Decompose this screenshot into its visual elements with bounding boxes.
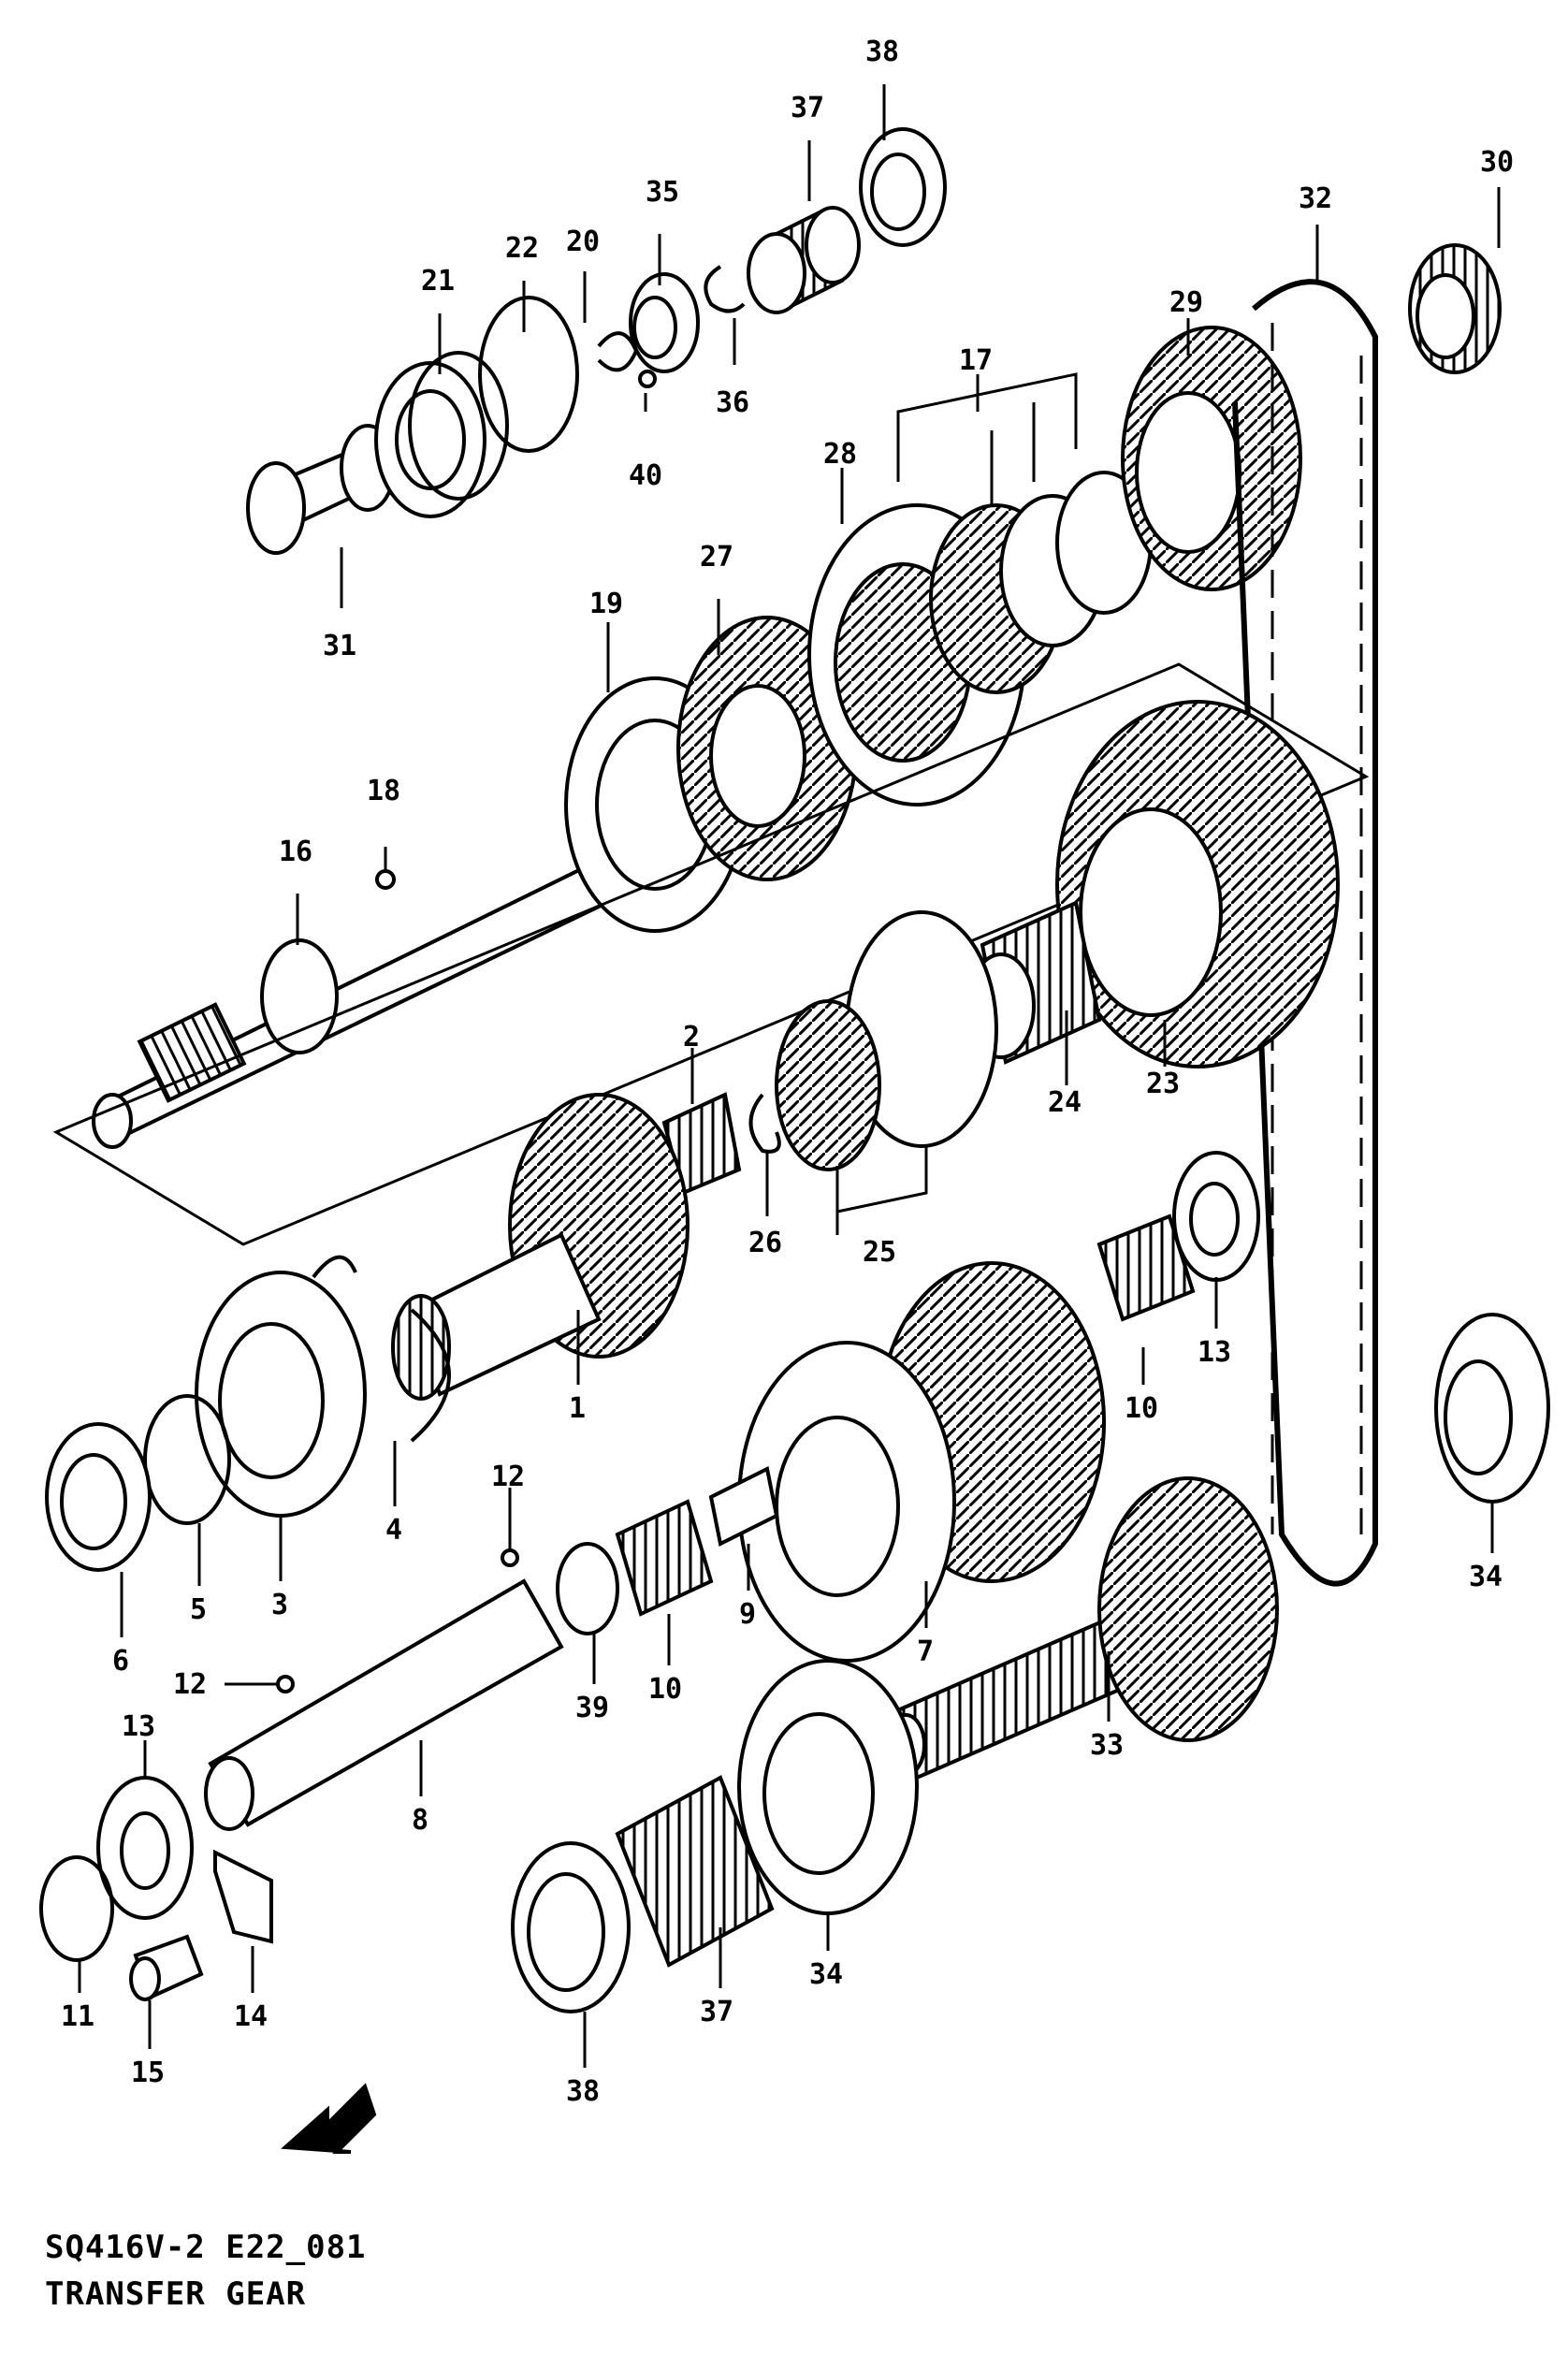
part-13-thrust-washer-right	[1172, 1151, 1260, 1282]
callout-38-upper: 38	[865, 36, 899, 68]
part-6-oil-seal	[45, 1422, 152, 1572]
callout-36: 36	[716, 386, 749, 419]
front-direction-arrow	[281, 2083, 377, 2154]
callout-30: 30	[1480, 146, 1514, 179]
callout-34-right: 34	[1469, 1561, 1503, 1593]
callout-37-upper: 37	[791, 92, 824, 124]
part-14-lock-plate	[213, 1849, 273, 1944]
callout-28: 28	[823, 438, 857, 471]
callout-12-upper: 12	[491, 1461, 525, 1493]
part-drawings	[39, 127, 1550, 2154]
callout-2: 2	[683, 1021, 700, 1054]
part-35-spring-collar	[629, 272, 700, 373]
callout-20: 20	[566, 225, 600, 258]
part-40-ball	[638, 370, 657, 388]
callout-7: 7	[917, 1635, 934, 1668]
group-frame	[52, 662, 1370, 1246]
part-8-counter-shaft	[204, 1578, 564, 1831]
part-30-bearing	[1408, 243, 1502, 374]
part-7-counter-gear	[737, 1261, 1106, 1663]
callout-40: 40	[629, 459, 662, 492]
part-36-clip	[704, 265, 746, 313]
part-21-bearing	[374, 351, 509, 518]
part-12-ball-lower	[276, 1675, 295, 1693]
callout-24: 24	[1048, 1086, 1082, 1119]
part-29-drive-sprocket	[1121, 326, 1302, 591]
callout-39: 39	[575, 1692, 609, 1724]
callout-6: 6	[112, 1645, 129, 1678]
part-22-snap-ring	[478, 296, 579, 453]
part-38-seal-lower	[511, 1841, 631, 2013]
callout-37-lower: 37	[700, 1996, 733, 2028]
part-38-seal-upper	[859, 127, 947, 247]
callout-13-left: 13	[122, 1710, 155, 1743]
callout-12-lower: 12	[173, 1668, 207, 1701]
callout-13-right: 13	[1198, 1336, 1231, 1369]
part-3-bearing	[195, 1271, 367, 1518]
part-34-bearing-right	[1434, 1313, 1550, 1504]
part-25-synchro	[775, 910, 998, 1214]
callout-27: 27	[700, 541, 733, 574]
callout-19: 19	[589, 588, 623, 620]
diagram-code: SQ416V-2 E22_081	[45, 2229, 367, 2266]
callout-14: 14	[234, 2000, 268, 2033]
callout-38-lower: 38	[566, 2075, 600, 2108]
part-15-bolt	[129, 1934, 204, 2001]
callout-labels: 31 21 22 20 35 40 36 37 38 17 29 32 30 2…	[61, 36, 1514, 2108]
callout-11: 11	[61, 2000, 94, 2033]
part-11-ring	[39, 1855, 114, 1962]
part-18-ball	[375, 869, 396, 890]
callout-9: 9	[739, 1598, 756, 1631]
part-23-gear	[1055, 700, 1340, 1068]
part-31-sleeve	[246, 424, 396, 555]
part-34-bearing-lower	[737, 1659, 919, 1915]
callout-34-lower: 34	[809, 1958, 843, 1991]
diagram-title: TRANSFER GEAR	[45, 2275, 307, 2313]
part-32-chain	[1232, 279, 1378, 1587]
callout-22: 22	[505, 232, 539, 265]
callout-15: 15	[131, 2057, 165, 2089]
part-5-ring	[143, 1394, 231, 1525]
part-26-clip	[748, 1093, 781, 1154]
callout-5: 5	[190, 1593, 207, 1626]
callout-1: 1	[569, 1392, 586, 1425]
callout-25: 25	[863, 1236, 896, 1269]
callout-32: 32	[1299, 182, 1332, 215]
part-12-ball	[501, 1548, 519, 1567]
callout-35: 35	[646, 176, 679, 209]
callout-23: 23	[1146, 1068, 1180, 1100]
callout-31: 31	[323, 630, 356, 662]
part-4-snap-ring	[312, 1255, 451, 1443]
callout-33: 33	[1090, 1729, 1124, 1762]
callout-16: 16	[279, 836, 312, 868]
callout-26: 26	[748, 1227, 782, 1259]
callout-8: 8	[412, 1804, 428, 1837]
part-37-needle-bearing-lower	[615, 1775, 775, 1968]
callout-3: 3	[271, 1589, 288, 1621]
callout-10-lower: 10	[648, 1673, 682, 1706]
part-10-needle-bearing-lower	[615, 1499, 714, 1617]
part-37-needle-bearing-upper	[747, 206, 861, 314]
callout-17: 17	[959, 344, 993, 377]
callout-18: 18	[367, 775, 400, 807]
callout-29: 29	[1169, 286, 1203, 319]
callout-4: 4	[385, 1514, 402, 1547]
callout-21: 21	[421, 265, 455, 298]
part-9-spacer	[708, 1466, 779, 1547]
part-1-output-gear	[391, 1093, 690, 1401]
part-39-washer	[556, 1542, 619, 1635]
leader-lines	[78, 84, 1501, 2068]
callout-10-upper: 10	[1125, 1392, 1158, 1425]
part-10-needle-bearing-upper	[1096, 1214, 1196, 1322]
